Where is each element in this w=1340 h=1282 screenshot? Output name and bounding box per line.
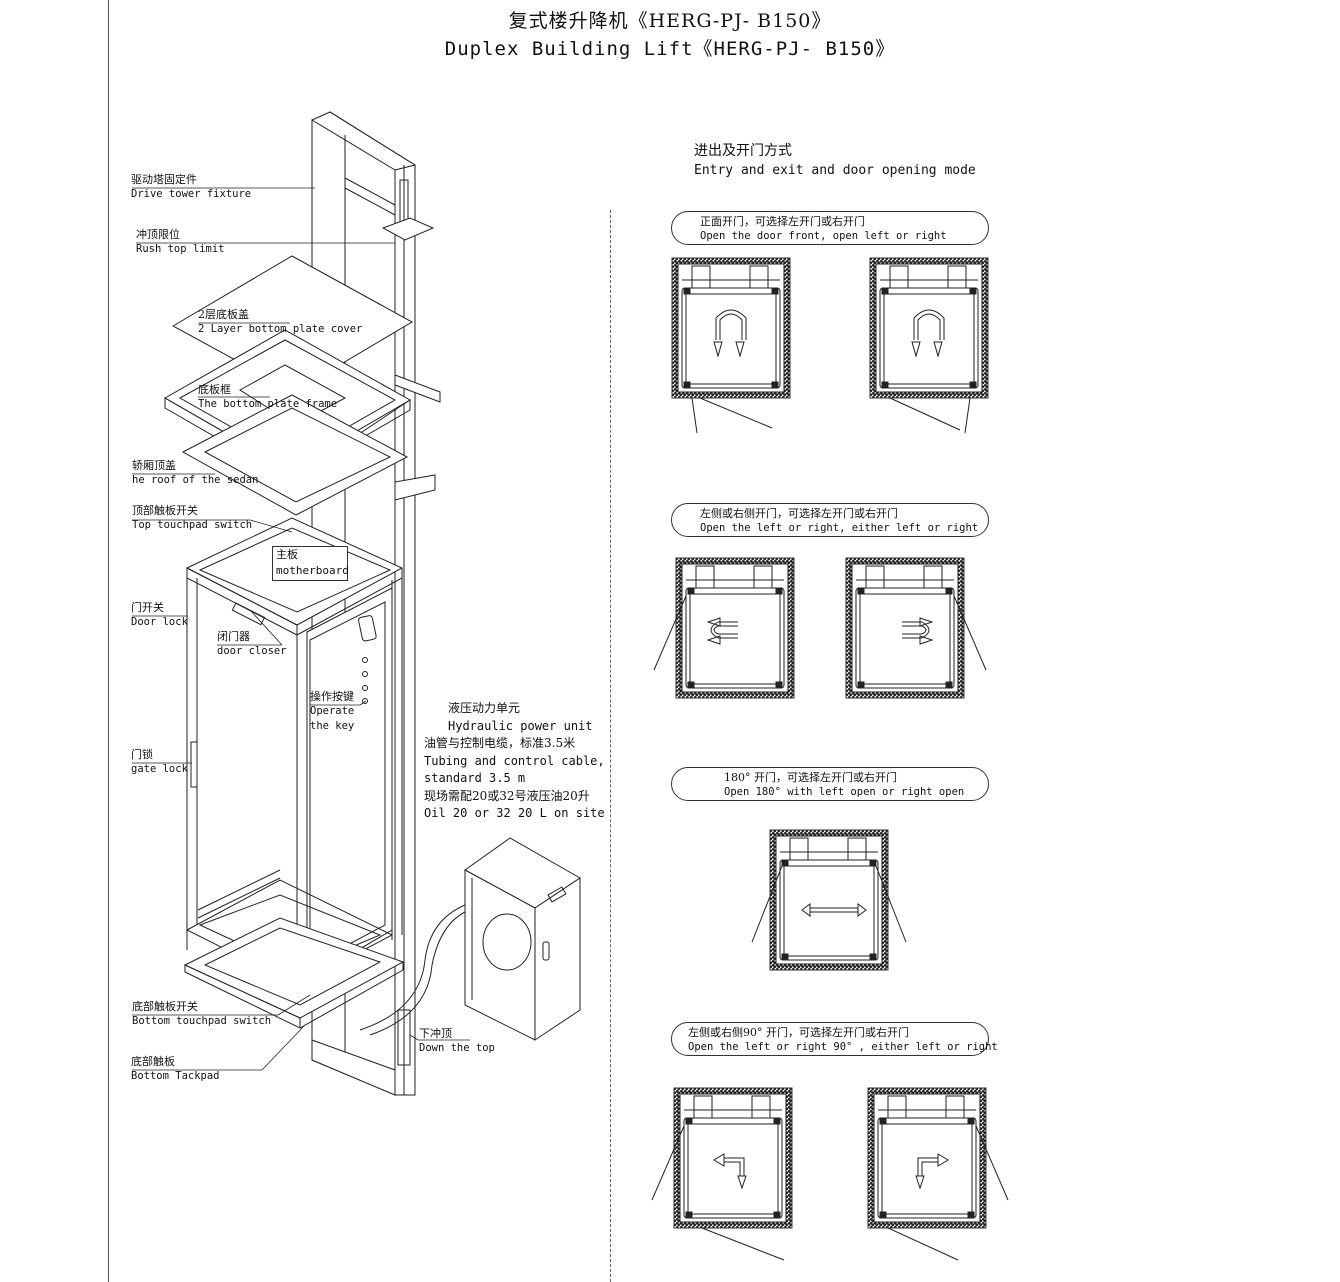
car-bottom-frame: [183, 869, 405, 1029]
mode-3-plan: [751, 829, 907, 971]
mode-2-plan-left: [653, 557, 795, 699]
sedan-roof-shape: [181, 394, 409, 516]
page-title-cn: 复式楼升降机《HERG-PJ- B150》: [508, 10, 832, 32]
page-margin-line: [108, 0, 109, 1282]
page-title-en: Duplex Building Lift《HERG-PJ- B150》: [444, 38, 896, 60]
leader-lines: [132, 187, 470, 1071]
mode-4-plan-left: [651, 1087, 793, 1261]
mode-1-plan-left: [671, 257, 791, 434]
hydraulic-unit-shape: [359, 837, 581, 1041]
entry-section-title: 进出及开门方式 Entry and exit and door opening …: [694, 143, 976, 178]
hydraulic-description: 液压动力单元 Hydraulic power unit 油管与控制电缆，标准3.…: [424, 701, 605, 820]
mode-4-plan-right: [867, 1087, 1009, 1261]
mode-2-plan-right: [845, 557, 987, 699]
section-divider: [610, 210, 611, 1282]
mode-1-plan-right: [869, 257, 989, 434]
